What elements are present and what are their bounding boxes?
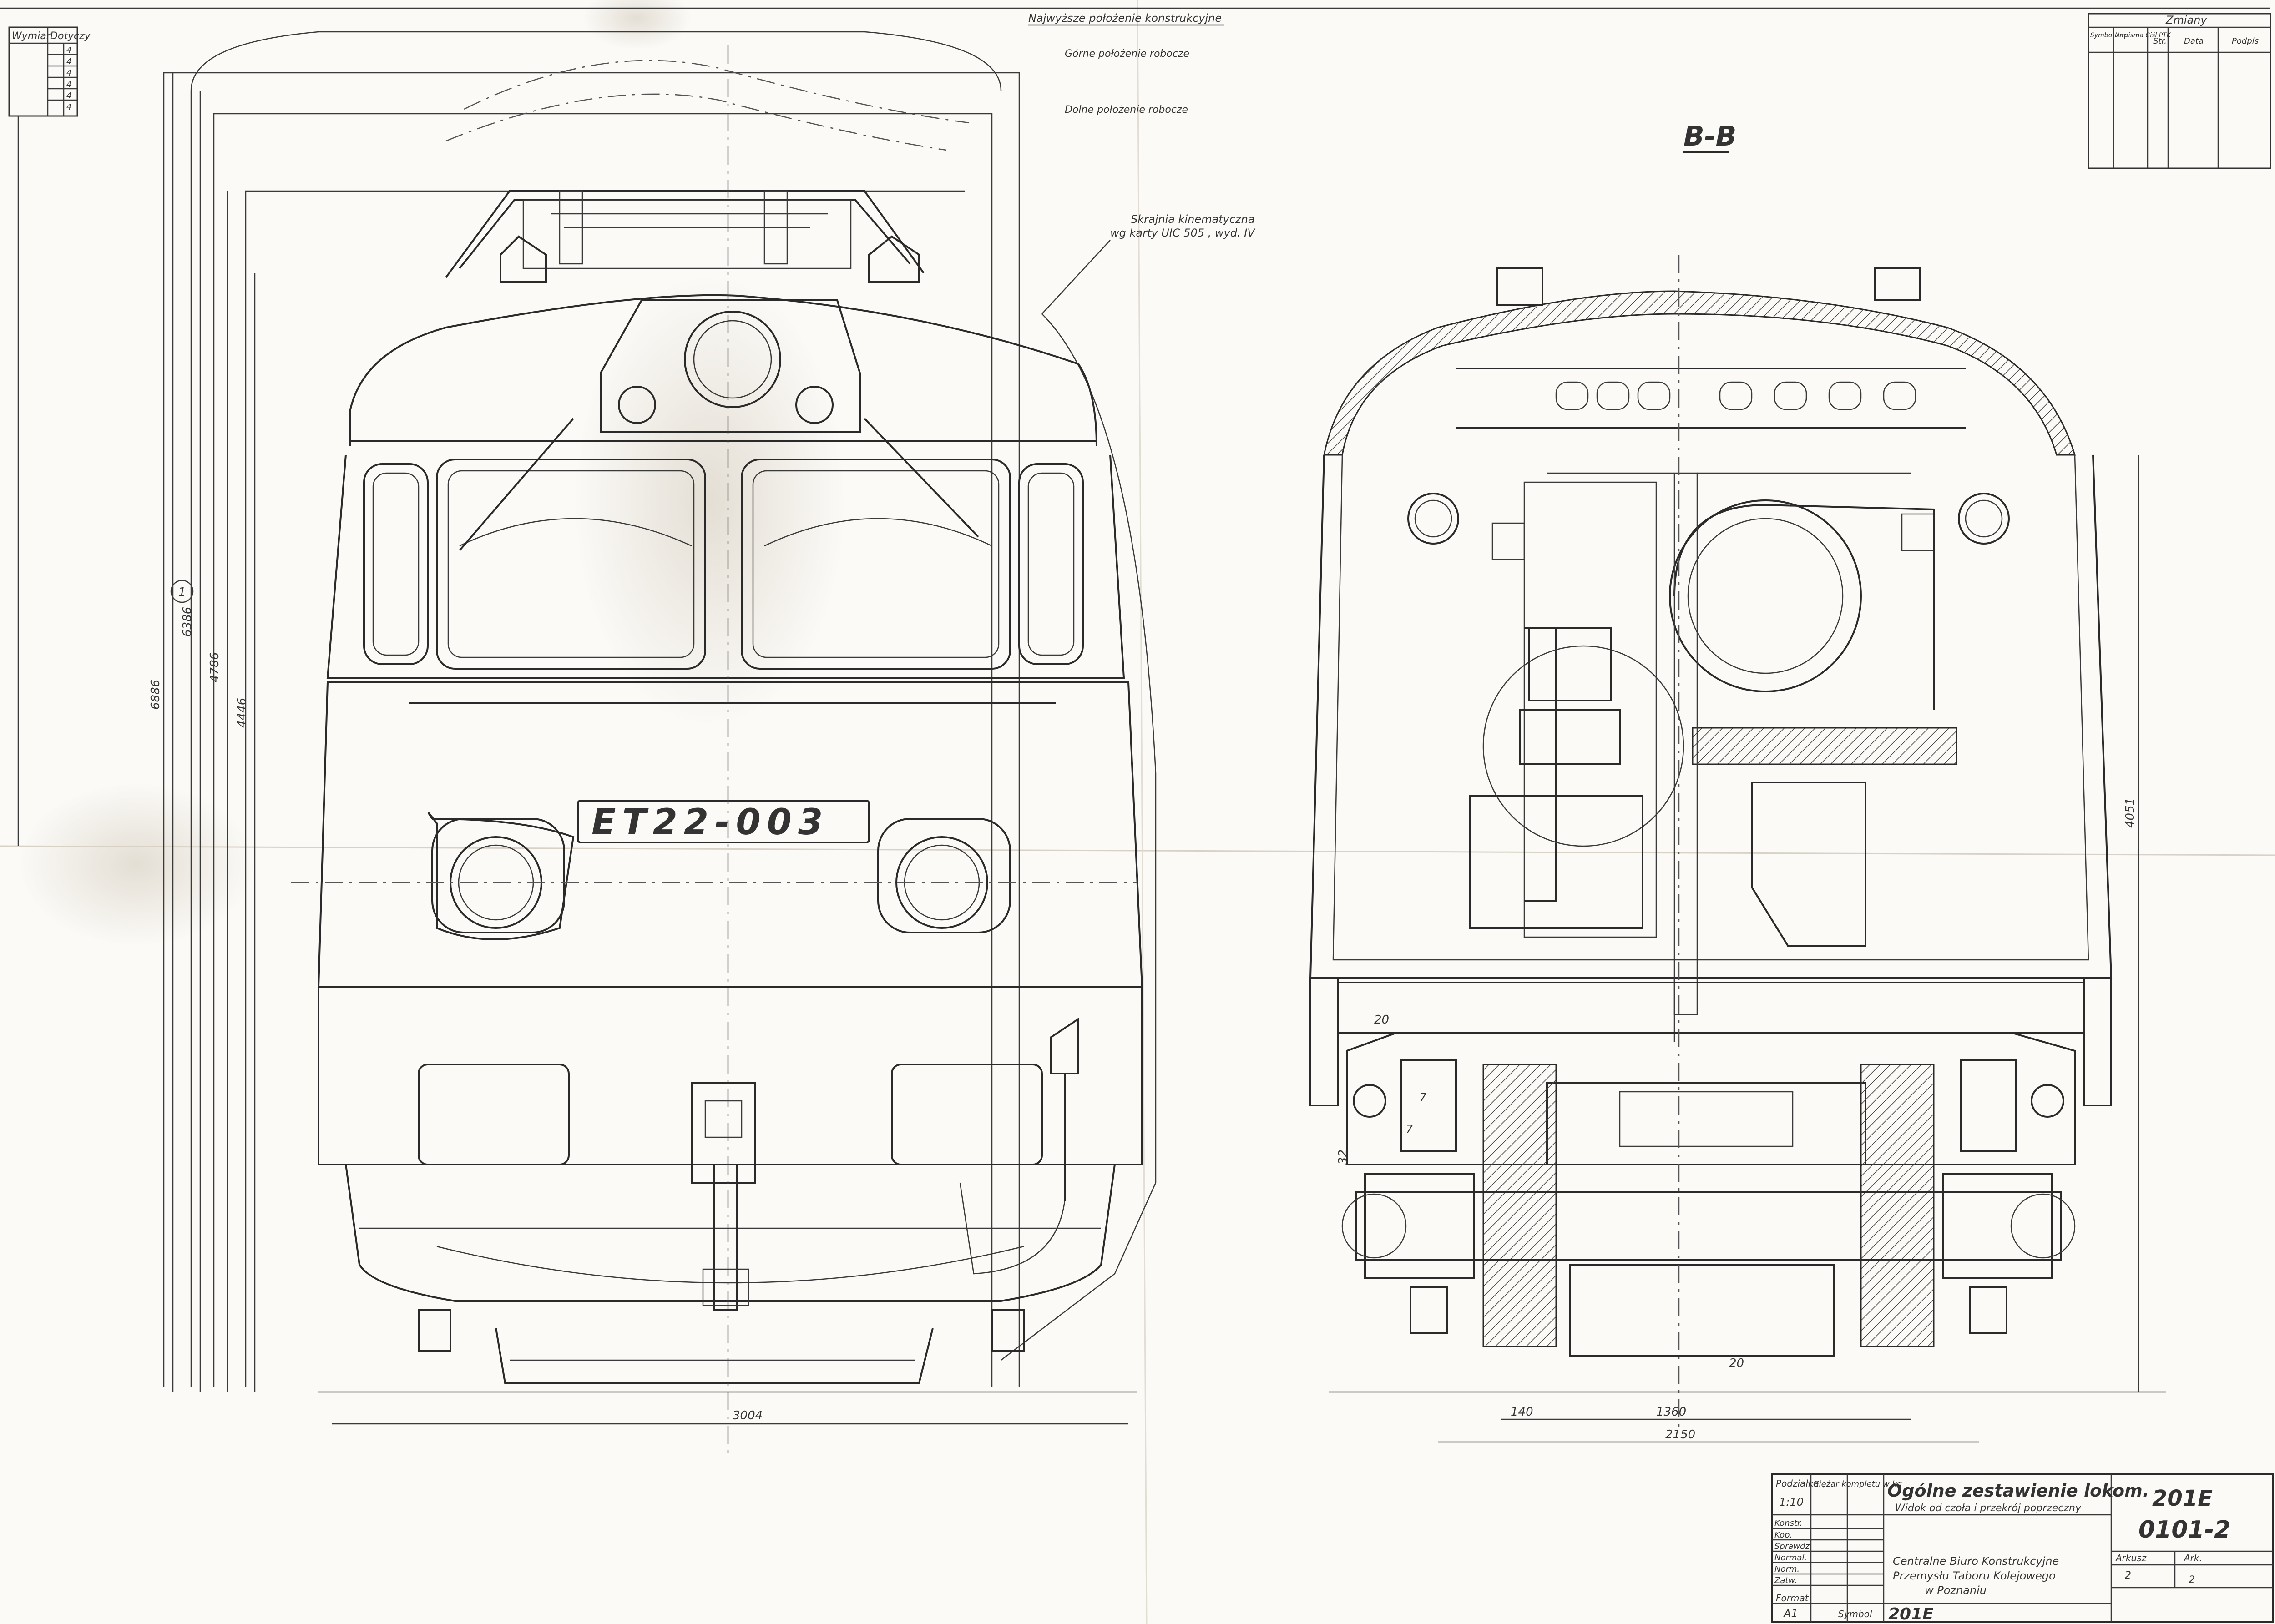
section-label: B-B [1684, 121, 1736, 152]
ark-value: 2 [2189, 1574, 2195, 1586]
note-lower-working: Dolne położenie robocze [1065, 104, 1188, 116]
drawing-title: Ogólne zestawienie lokom. [1887, 1481, 2149, 1501]
dim-32: 32 [1336, 1150, 1350, 1165]
revision-row: 4 [66, 80, 71, 89]
revision-table-left: Wymiar Dotyczy 4 4 4 4 4 4 [8, 26, 91, 117]
locomotive-number-plate [577, 800, 870, 843]
title-block: Podziałka 1:10 Ciężar kompletu w kg Ogól… [1771, 1473, 2274, 1624]
reference-circle-label: 1 [178, 585, 186, 599]
gauge-note-line1: Skrajnia kinematyczna [1131, 213, 1255, 226]
dim-height-4786: 4786 [208, 652, 222, 682]
podzialka-label: Podziałka [1776, 1478, 1819, 1489]
zmiany-col-podpis: Podpis [2232, 36, 2259, 46]
role-konstr: Konstr. [1774, 1518, 1803, 1528]
dim-2150: 2150 [1665, 1428, 1695, 1442]
symbol-value: 201E [1888, 1605, 1934, 1624]
drawing-subtitle: Widok od czoła i przekrój poprzeczny [1895, 1503, 2082, 1514]
office-line-2: Przemysłu Taboru Kolejowego [1893, 1569, 2056, 1582]
zmiany-col-symbol: Symbol zm. [2090, 32, 2128, 39]
office-line-3: w Poznaniu [1925, 1584, 1987, 1597]
front-view: ET22-003 6886 6386 4786 4446 30 [149, 31, 1157, 1456]
dim-7-left: 7 [1406, 1123, 1413, 1135]
revision-table-right: Zmiany Symbol zm. Nr pisma Ciśl PTK Str.… [2088, 13, 2271, 169]
dim-height-4446: 4446 [235, 698, 249, 728]
dim-1360: 1360 [1656, 1405, 1686, 1419]
left-buffer [418, 1064, 570, 1165]
revision-row: 4 [66, 91, 71, 101]
section-view-b-b: B-B [1309, 121, 2166, 1443]
zmiany-col-str: Str. [2153, 36, 2167, 46]
locomotive-number-text: ET22-003 [592, 802, 829, 843]
ciezar-label: Ciężar kompletu w kg [1813, 1479, 1902, 1489]
ark-label: Ark. [2183, 1553, 2202, 1563]
symbol-label: Symbol [1838, 1609, 1872, 1619]
dim-20-lower: 20 [1729, 1357, 1744, 1370]
format-label: Format [1776, 1593, 1809, 1604]
dim-height-6886: 6886 [149, 680, 162, 710]
podzialka-value: 1:10 [1779, 1496, 1804, 1508]
reference-circle-marker [170, 580, 194, 603]
dim-height-6386: 6386 [181, 607, 194, 637]
revision-row: 4 [66, 68, 71, 78]
note-upper-working: Górne położenie robocze [1065, 48, 1189, 60]
revision-col-dotyczy: Dotyczy [50, 30, 91, 42]
office-line-1: Centralne Biuro Konstrukcyjne [1893, 1555, 2059, 1568]
right-buffer [891, 1064, 1043, 1165]
role-kop: Kop. [1774, 1530, 1792, 1540]
dim-140: 140 [1511, 1405, 1533, 1419]
dim-width-3004: 3004 [733, 1409, 763, 1422]
revision-row: 4 [66, 102, 71, 112]
revision-row: 4 [66, 45, 71, 55]
gauge-note-line2: wg karty UIC 505 , wyd. IV [1110, 227, 1255, 239]
role-sprawdz: Sprawdz. [1774, 1542, 1812, 1551]
dim-4051: 4051 [2123, 798, 2137, 828]
arkusz-label: Arkusz [2115, 1553, 2147, 1563]
drawing-number-2: 0101-2 [2138, 1516, 2231, 1543]
zmiany-col-data: Data [2184, 36, 2204, 46]
zmiany-col-pismo: Nr pisma Ciśl PTK [2115, 32, 2172, 39]
dim-7-right: 7 [1420, 1091, 1427, 1104]
revision-row: 4 [66, 57, 71, 66]
role-norm: Norm. [1774, 1564, 1800, 1574]
format-value: A1 [1783, 1607, 1798, 1620]
revision-col-wymiar: Wymiar [12, 30, 51, 42]
role-zatw: Zatw. [1774, 1576, 1797, 1585]
zmiany-title: Zmiany [2165, 14, 2207, 26]
drawing-number-1: 201E [2152, 1486, 2213, 1511]
arkusz-value: 2 [2125, 1570, 2131, 1581]
role-normal: Normal. [1774, 1553, 1807, 1563]
dim-20-upper: 20 [1374, 1013, 1389, 1027]
note-highest-position: Najwyższe położenie konstrukcyjne [1028, 12, 1222, 25]
